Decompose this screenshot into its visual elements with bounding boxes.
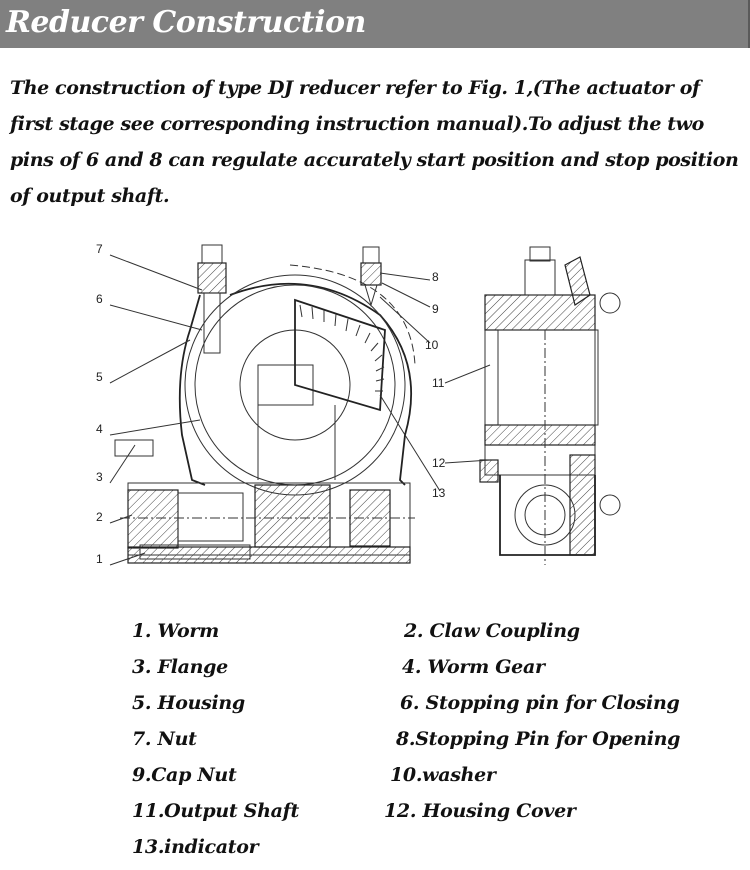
reducer-drawing: 7 6 5 4 3 2 1 8 9 10 11 12 13 — [96, 242, 621, 566]
legend-item: 9.Cap Nut — [132, 764, 237, 786]
intro-line: The construction of type DJ reducer refe… — [10, 77, 700, 99]
legend-item: 12. Housing Cover — [384, 800, 576, 822]
front-view — [114, 244, 416, 564]
callout-12: 12 — [432, 456, 446, 470]
intro-line: first stage see corresponding instructio… — [10, 113, 704, 135]
legend-item: 8.Stopping Pin for Opening — [396, 728, 681, 750]
callout-9: 9 — [432, 302, 439, 316]
legend-item: 13.indicator — [132, 836, 259, 858]
page-title: Reducer Construction — [6, 5, 366, 40]
intro-line: pins of 6 and 8 can regulate accurately … — [10, 149, 739, 171]
callout-11: 11 — [432, 376, 445, 390]
legend-item: 4. Worm Gear — [402, 656, 545, 678]
legend-item: 3. Flange — [132, 656, 228, 678]
title-bar: Reducer Construction — [0, 0, 750, 48]
legend-item: 5. Housing — [132, 692, 245, 714]
callout-6: 6 — [96, 292, 103, 306]
callout-5: 5 — [96, 370, 103, 384]
callout-4: 4 — [96, 422, 103, 436]
side-view — [479, 246, 621, 565]
legend-item: 6. Stopping pin for Closing — [400, 692, 680, 714]
callout-10: 10 — [425, 338, 439, 352]
intro-paragraph: The construction of type DJ reducer refe… — [10, 70, 745, 214]
callout-3: 3 — [96, 470, 103, 484]
intro-line: of output shaft. — [10, 185, 170, 207]
callout-7: 7 — [96, 242, 103, 256]
legend-item: 2. Claw Coupling — [404, 620, 580, 642]
callout-2: 2 — [96, 510, 103, 524]
legend-item: 1. Worm — [132, 620, 219, 642]
callout-1: 1 — [96, 552, 103, 566]
legend-item: 10.washer — [390, 764, 496, 786]
callout-8: 8 — [432, 270, 439, 284]
legend-item: 11.Output Shaft — [132, 800, 299, 822]
callout-13: 13 — [432, 486, 446, 500]
legend-item: 7. Nut — [132, 728, 197, 750]
callouts: 7 6 5 4 3 2 1 8 9 10 11 12 13 — [96, 242, 491, 566]
